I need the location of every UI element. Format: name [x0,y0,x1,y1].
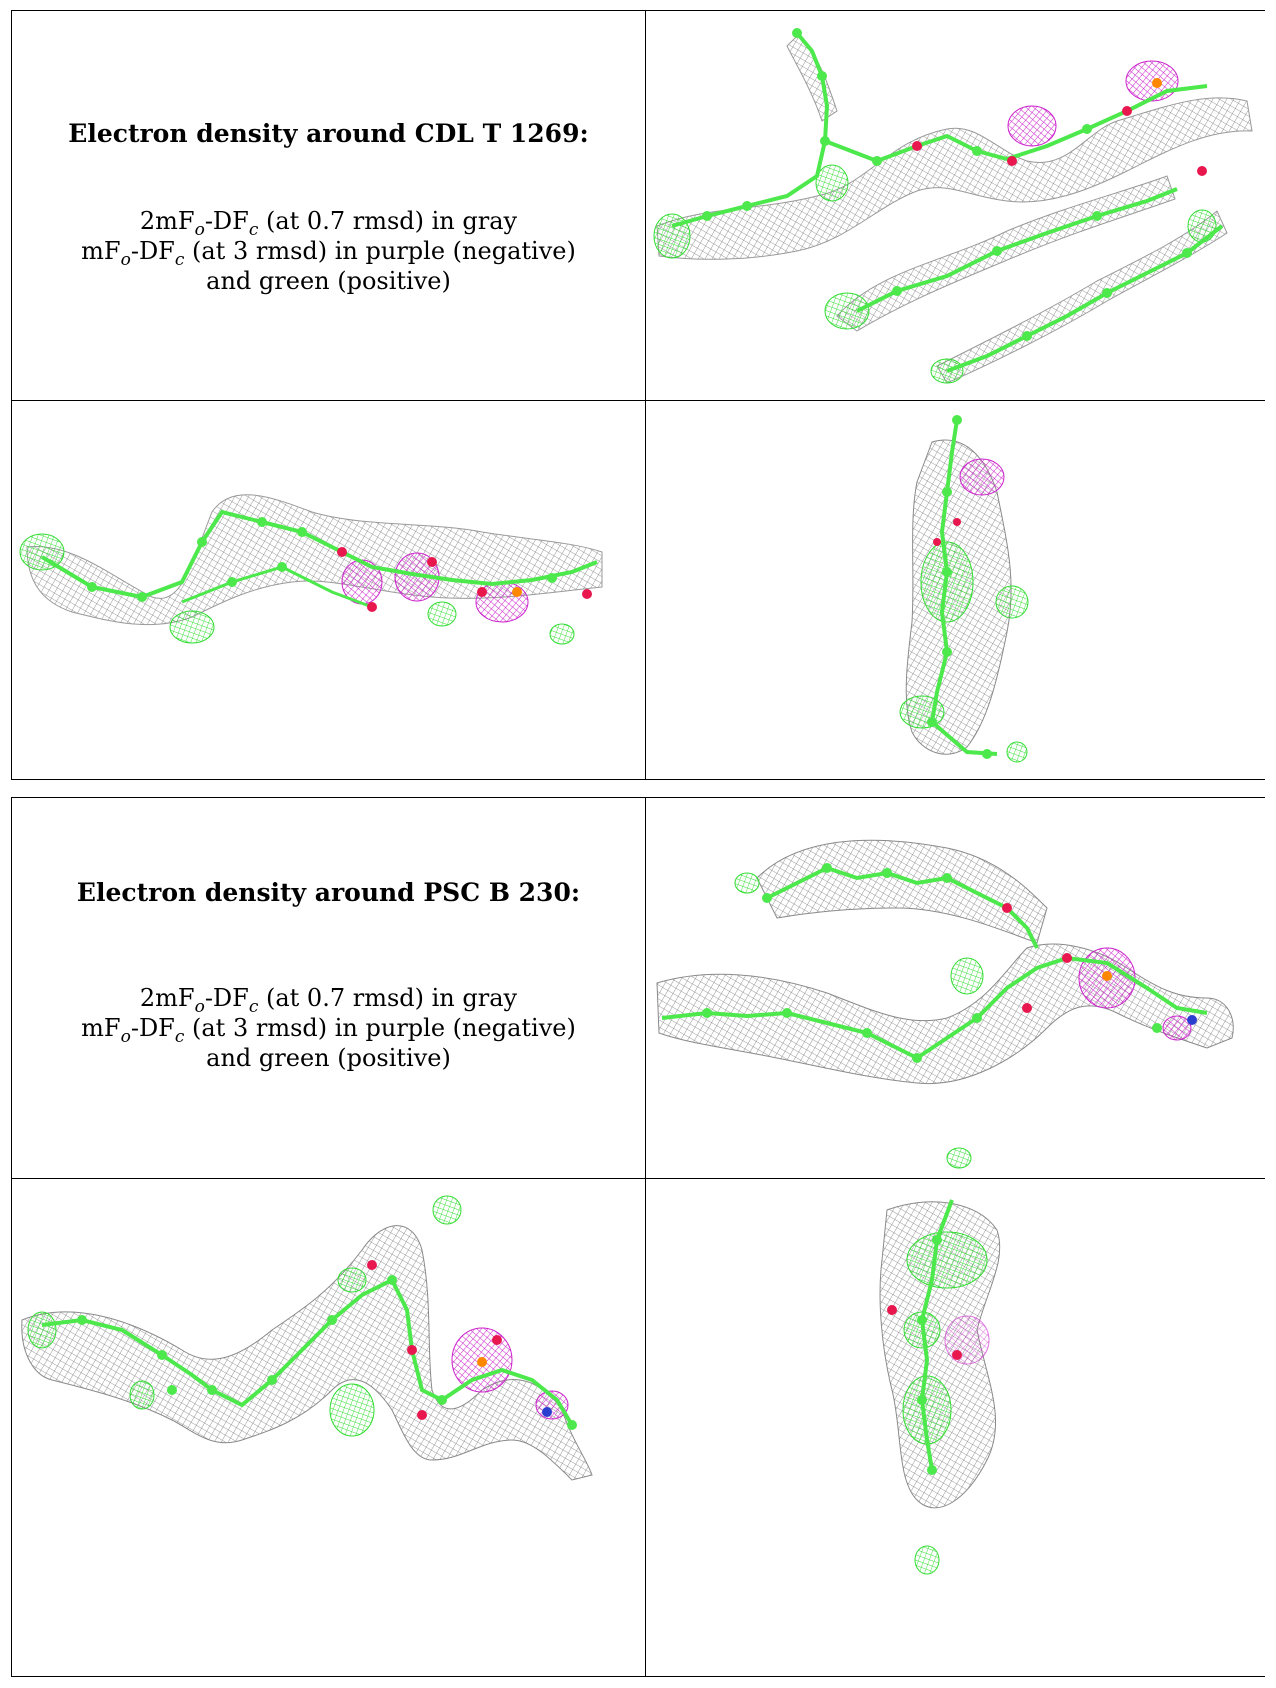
caption-block: Electron density around CDL T 1269: 2mFo… [12,119,645,296]
panel-title: Electron density around CDL T 1269: [68,119,589,148]
legend-line-mfo: mFo-DFc (at 3 rmsd) in purple (negative) [81,237,576,270]
density-render-view-2 [12,402,644,780]
legend-line-colors: and green (positive) [206,267,451,295]
legend-line-2mfo: 2mFo-DFc (at 0.7 rmsd) in gray [139,207,518,240]
figure-panel-cdl: Electron density around CDL T 1269: 2mFo… [11,10,1265,780]
legend-line-2mfo: 2mFo-DFc (at 0.7 rmsd) in gray [139,984,518,1017]
row-divider [12,1178,1265,1179]
density-render-view-3 [647,402,1267,780]
legend-line-mfo: mFo-DFc (at 3 rmsd) in purple (negative) [81,1014,576,1047]
panel-title: Electron density around PSC B 230: [76,878,581,907]
caption-block: Electron density around PSC B 230: 2mFo-… [12,878,645,1073]
density-render-view-5 [12,1180,644,1677]
density-render-view-4 [647,798,1267,1177]
caption-legend: 2mFo-DFc (at 0.7 rmsd) in gray mFo-DFc (… [12,206,645,296]
legend-line-colors: and green (positive) [206,1044,451,1072]
density-render-view-6 [647,1180,1267,1677]
column-divider [645,11,646,779]
row-divider [12,400,1265,401]
caption-legend: 2mFo-DFc (at 0.7 rmsd) in gray mFo-DFc (… [12,983,645,1073]
figure-panel-psc: Electron density around PSC B 230: 2mFo-… [11,797,1265,1677]
density-render-view-1 [647,11,1267,399]
column-divider [645,798,646,1676]
